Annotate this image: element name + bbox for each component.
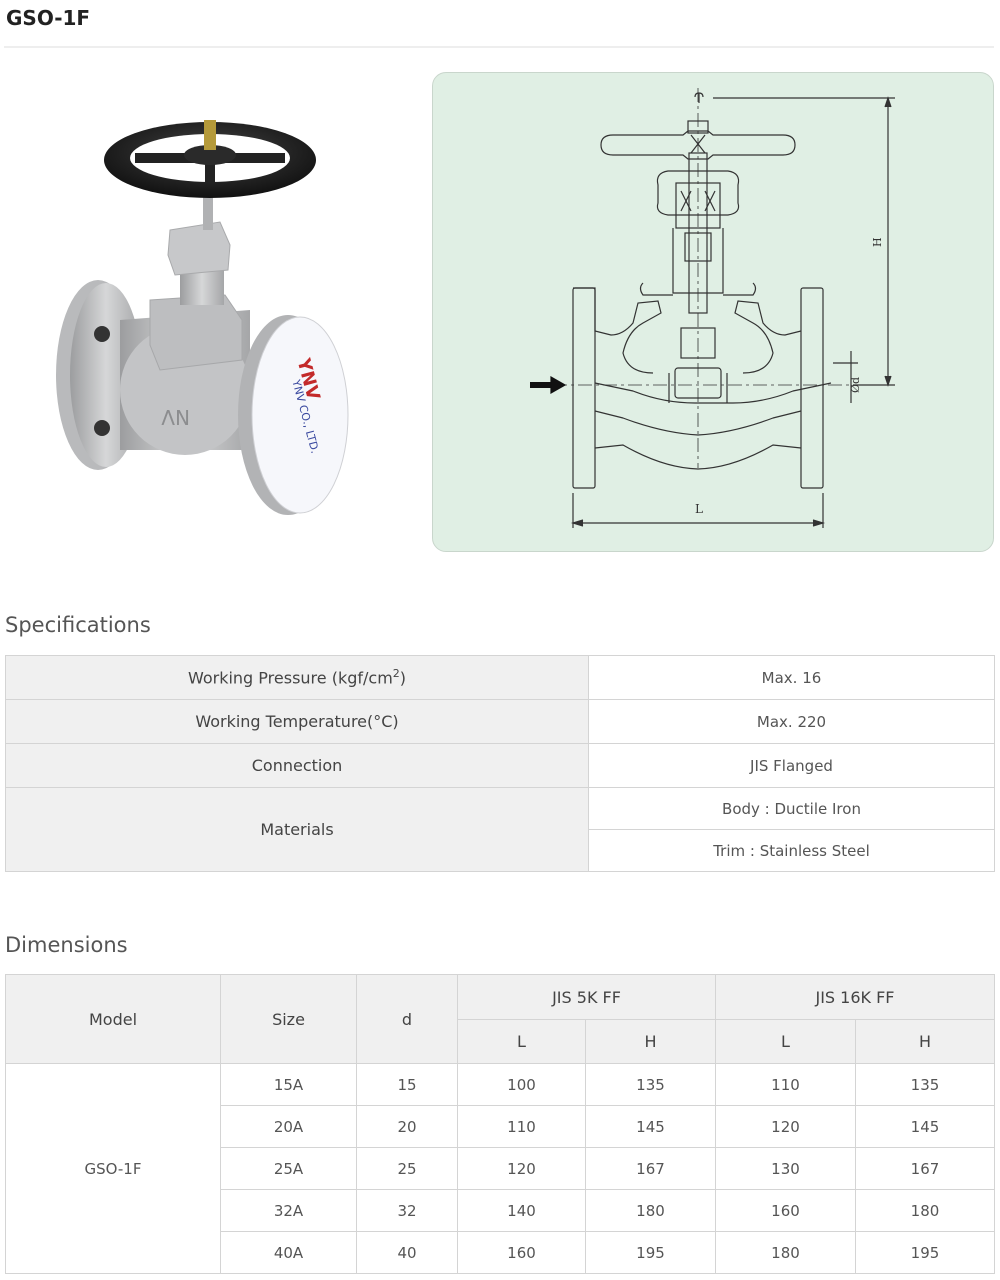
spec-row-materials-trim: Trim : Stainless Steel xyxy=(6,829,995,872)
d-cell: 20 xyxy=(356,1105,458,1148)
header-d: d xyxy=(356,974,458,1064)
l16k-cell: 120 xyxy=(715,1105,856,1148)
header-5k-h: H xyxy=(585,1019,716,1064)
size-cell: 40A xyxy=(220,1231,357,1274)
d-cell: 40 xyxy=(356,1231,458,1274)
size-cell: 25A xyxy=(220,1147,357,1190)
spec-row-pressure: Working Pressure (kgf/cm2) Max. 16 xyxy=(5,655,995,700)
header-jis-5k: JIS 5K FF xyxy=(457,974,716,1020)
table-row: 32A 32 140 180 160 180 xyxy=(6,1189,995,1232)
spec-row-temperature: Working Temperature(°C) Max. 220 xyxy=(5,699,995,744)
spec-value: Body : Ductile Iron xyxy=(588,787,995,830)
h16k-cell: 167 xyxy=(855,1147,995,1190)
l16k-cell: 110 xyxy=(715,1063,856,1106)
spec-value: JIS Flanged xyxy=(588,743,995,788)
l5k-cell: 140 xyxy=(457,1189,586,1232)
table-row: 25A 25 120 167 130 167 xyxy=(6,1147,995,1190)
specifications-table: Working Pressure (kgf/cm2) Max. 16 Worki… xyxy=(5,655,995,872)
table-row: GSO-1F 15A 15 100 135 110 135 xyxy=(5,1063,995,1274)
spec-row-connection: Connection JIS Flanged xyxy=(5,743,995,788)
header-16k-l: L xyxy=(715,1019,856,1064)
h16k-cell: 180 xyxy=(855,1189,995,1232)
spec-value: Max. 16 xyxy=(588,655,995,700)
size-cell: 15A xyxy=(220,1063,357,1106)
l16k-cell: 130 xyxy=(715,1147,856,1190)
l5k-cell: 120 xyxy=(457,1147,586,1190)
table-row: 40A 40 160 195 180 195 xyxy=(6,1231,995,1274)
l5k-cell: 100 xyxy=(457,1063,586,1106)
specifications-heading: Specifications xyxy=(5,613,151,637)
spec-label: Working Pressure (kgf/cm2) xyxy=(5,655,589,700)
l5k-cell: 160 xyxy=(457,1231,586,1274)
h5k-cell: 167 xyxy=(585,1147,716,1190)
header-model: Model xyxy=(5,974,221,1064)
dimensions-subheader-row: L H L H xyxy=(6,1019,995,1064)
l16k-cell: 160 xyxy=(715,1189,856,1232)
size-cell: 20A xyxy=(220,1105,357,1148)
svg-text:NV: NV xyxy=(161,405,190,429)
spec-label: Connection xyxy=(5,743,589,788)
spec-label: Materials xyxy=(5,787,589,872)
svg-text:Ød: Ød xyxy=(849,377,862,393)
h5k-cell: 195 xyxy=(585,1231,716,1274)
h5k-cell: 135 xyxy=(585,1063,716,1106)
page-title: GSO-1F xyxy=(6,6,91,30)
h16k-cell: 145 xyxy=(855,1105,995,1148)
d-cell: 25 xyxy=(356,1147,458,1190)
technical-drawing: H Ød L xyxy=(432,72,994,552)
h16k-cell: 135 xyxy=(855,1063,995,1106)
svg-text:H: H xyxy=(871,237,884,247)
d-cell: 15 xyxy=(356,1063,458,1106)
header-5k-l: L xyxy=(457,1019,586,1064)
size-cell: 32A xyxy=(220,1189,357,1232)
dimensions-header-row: Model Size d JIS 5K FF JIS 16K FF xyxy=(5,974,995,1064)
header-size: Size xyxy=(220,974,357,1064)
dimensions-heading: Dimensions xyxy=(5,933,128,957)
d-cell: 32 xyxy=(356,1189,458,1232)
spec-value: Trim : Stainless Steel xyxy=(588,829,995,872)
header-jis-16k: JIS 16K FF xyxy=(715,974,995,1020)
h5k-cell: 180 xyxy=(585,1189,716,1232)
title-divider xyxy=(4,46,994,48)
svg-text:L: L xyxy=(695,502,703,516)
product-photo: NV YNV YNV CO., LTD. xyxy=(10,70,410,550)
h16k-cell: 195 xyxy=(855,1231,995,1274)
l16k-cell: 180 xyxy=(715,1231,856,1274)
h5k-cell: 145 xyxy=(585,1105,716,1148)
model-cell: GSO-1F xyxy=(5,1063,221,1274)
l5k-cell: 110 xyxy=(457,1105,586,1148)
spec-row-materials: Materials Body : Ductile Iron xyxy=(5,787,995,872)
spec-value: Max. 220 xyxy=(588,699,995,744)
dimensions-table: Model Size d JIS 5K FF JIS 16K FF L H L … xyxy=(5,974,995,1274)
header-16k-h: H xyxy=(855,1019,995,1064)
spec-label: Working Temperature(°C) xyxy=(5,699,589,744)
